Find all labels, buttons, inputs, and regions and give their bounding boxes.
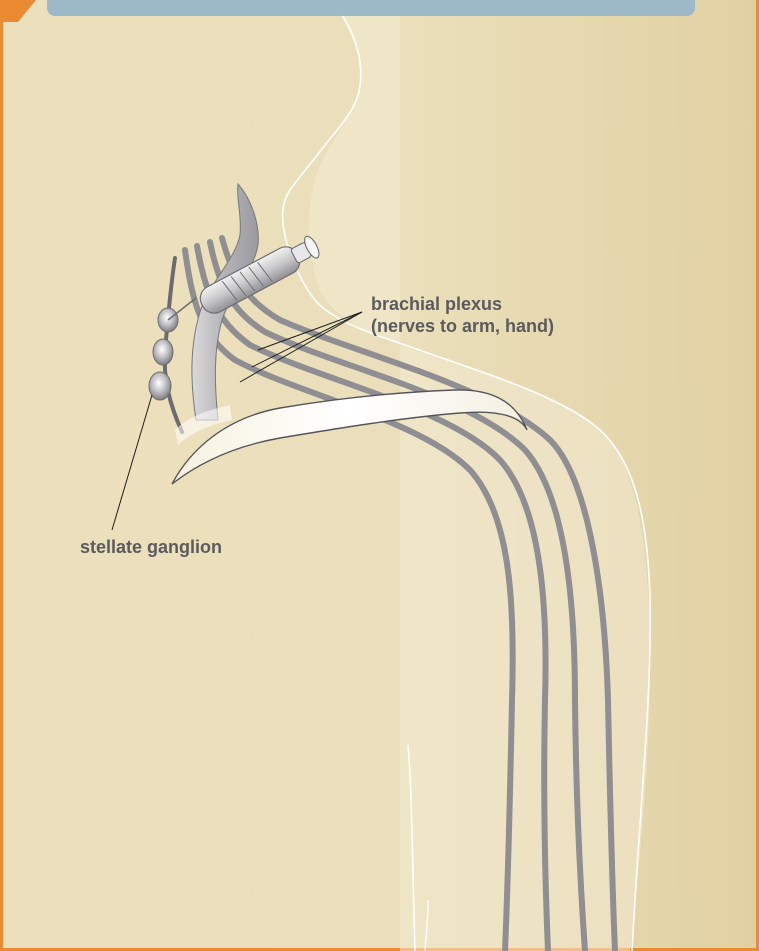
- header-bar: [47, 0, 695, 16]
- left-border: [0, 0, 3, 951]
- stellate-ganglion-label-text: stellate ganglion: [80, 536, 222, 558]
- brachial-plexus-label-line1: brachial plexus: [371, 293, 554, 315]
- ganglion-node-3: [149, 372, 171, 400]
- stellate-ganglion-label: stellate ganglion: [80, 536, 222, 558]
- ganglion-node-2: [153, 339, 173, 365]
- brachial-plexus-label-line2: (nerves to arm, hand): [371, 315, 554, 337]
- brachial-plexus-label: brachial plexus (nerves to arm, hand): [371, 293, 554, 337]
